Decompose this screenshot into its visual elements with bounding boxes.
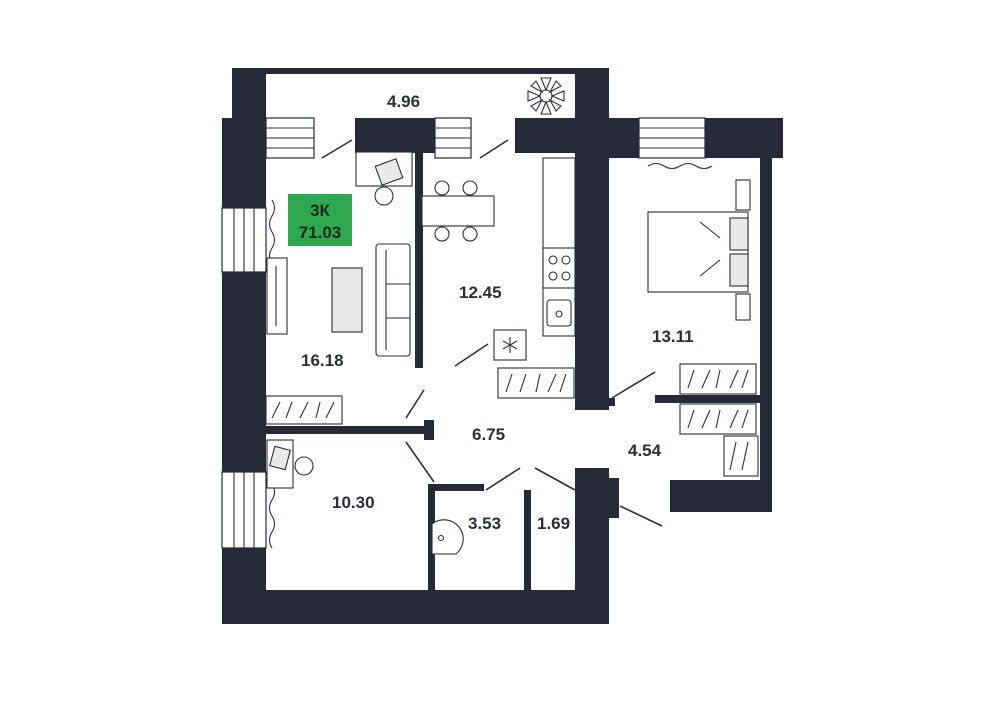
stove — [542, 247, 576, 289]
room-area-bedroom: 13.11 — [652, 327, 694, 346]
balcony-top-rail — [232, 68, 576, 74]
walls — [222, 68, 783, 624]
room-area-balcony: 4.96 — [387, 92, 420, 111]
room-area-hall: 6.75 — [472, 425, 505, 444]
dining-table — [421, 195, 495, 227]
coffee-table — [331, 267, 363, 333]
bathroom-sink — [431, 519, 464, 555]
badge-background — [288, 194, 352, 246]
room-area-small-room: 10.30 — [332, 493, 375, 512]
wardrobe-hall — [497, 367, 575, 399]
plant-icon — [527, 77, 565, 115]
sofa — [375, 243, 411, 357]
apartment-type-label: 3К — [310, 201, 330, 220]
chair — [374, 186, 394, 206]
room-area-corridor: 4.54 — [628, 441, 662, 460]
chair-small-room — [294, 456, 314, 476]
doors — [321, 139, 663, 527]
snowflake-icon — [502, 337, 518, 353]
furniture — [265, 151, 759, 555]
sink — [546, 299, 572, 327]
room-labels: 4.96 16.18 12.45 13.11 6.75 4.54 10.30 3… — [301, 92, 694, 533]
apartment-total-area: 71.03 — [299, 223, 342, 242]
shoe-cabinet — [723, 435, 759, 477]
room-area-kitchen: 12.45 — [459, 283, 502, 302]
room-area-wc: 1.69 — [537, 514, 570, 533]
apartment-badge: 3К 71.03 — [288, 194, 352, 246]
laptop — [374, 158, 404, 186]
tv-stand — [266, 257, 288, 335]
room-area-living: 16.18 — [301, 351, 344, 370]
room-area-bathroom: 3.53 — [468, 514, 501, 533]
windows — [221, 117, 706, 549]
